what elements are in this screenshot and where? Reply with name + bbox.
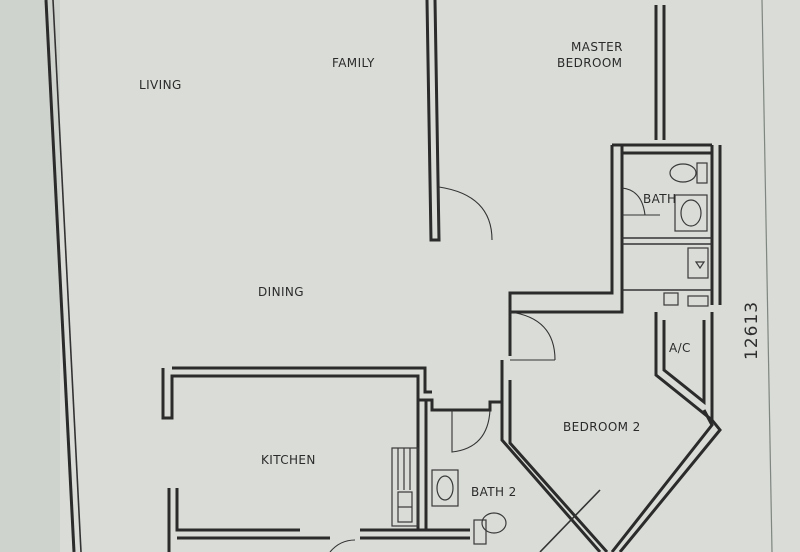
kitchen-walls	[161, 366, 502, 552]
toilet-icon	[669, 163, 697, 183]
room-label-bedroom2: BEDROOM 2	[563, 420, 641, 434]
sheet-border	[761, 0, 773, 552]
sink-icon	[674, 194, 708, 232]
family-door	[438, 186, 493, 241]
room-label-bath2: BATH 2	[471, 485, 517, 499]
room-label-dining: DINING	[258, 285, 304, 299]
bath2-toilet-icon	[481, 512, 507, 534]
stove-icon	[391, 447, 419, 527]
room-label-master-line1: MASTER	[571, 40, 623, 54]
room-label-family: FAMILY	[332, 56, 375, 70]
master-bath	[508, 143, 722, 314]
room-label-bath: BATH	[643, 192, 676, 206]
room-label-ac: A/C	[669, 341, 691, 355]
dimension-label: 12613	[742, 301, 762, 360]
room-label-master-line2: BEDROOM	[557, 56, 622, 70]
wall-family-master	[425, 0, 666, 242]
room-label-kitchen: KITCHEN	[261, 453, 316, 467]
ac-closet	[654, 312, 714, 424]
bath2-sink-icon	[431, 469, 459, 507]
bedroom2-walls	[500, 311, 722, 552]
bath2	[329, 469, 507, 552]
room-label-living: LIVING	[139, 78, 182, 92]
exterior-wall-left	[44, 0, 82, 552]
